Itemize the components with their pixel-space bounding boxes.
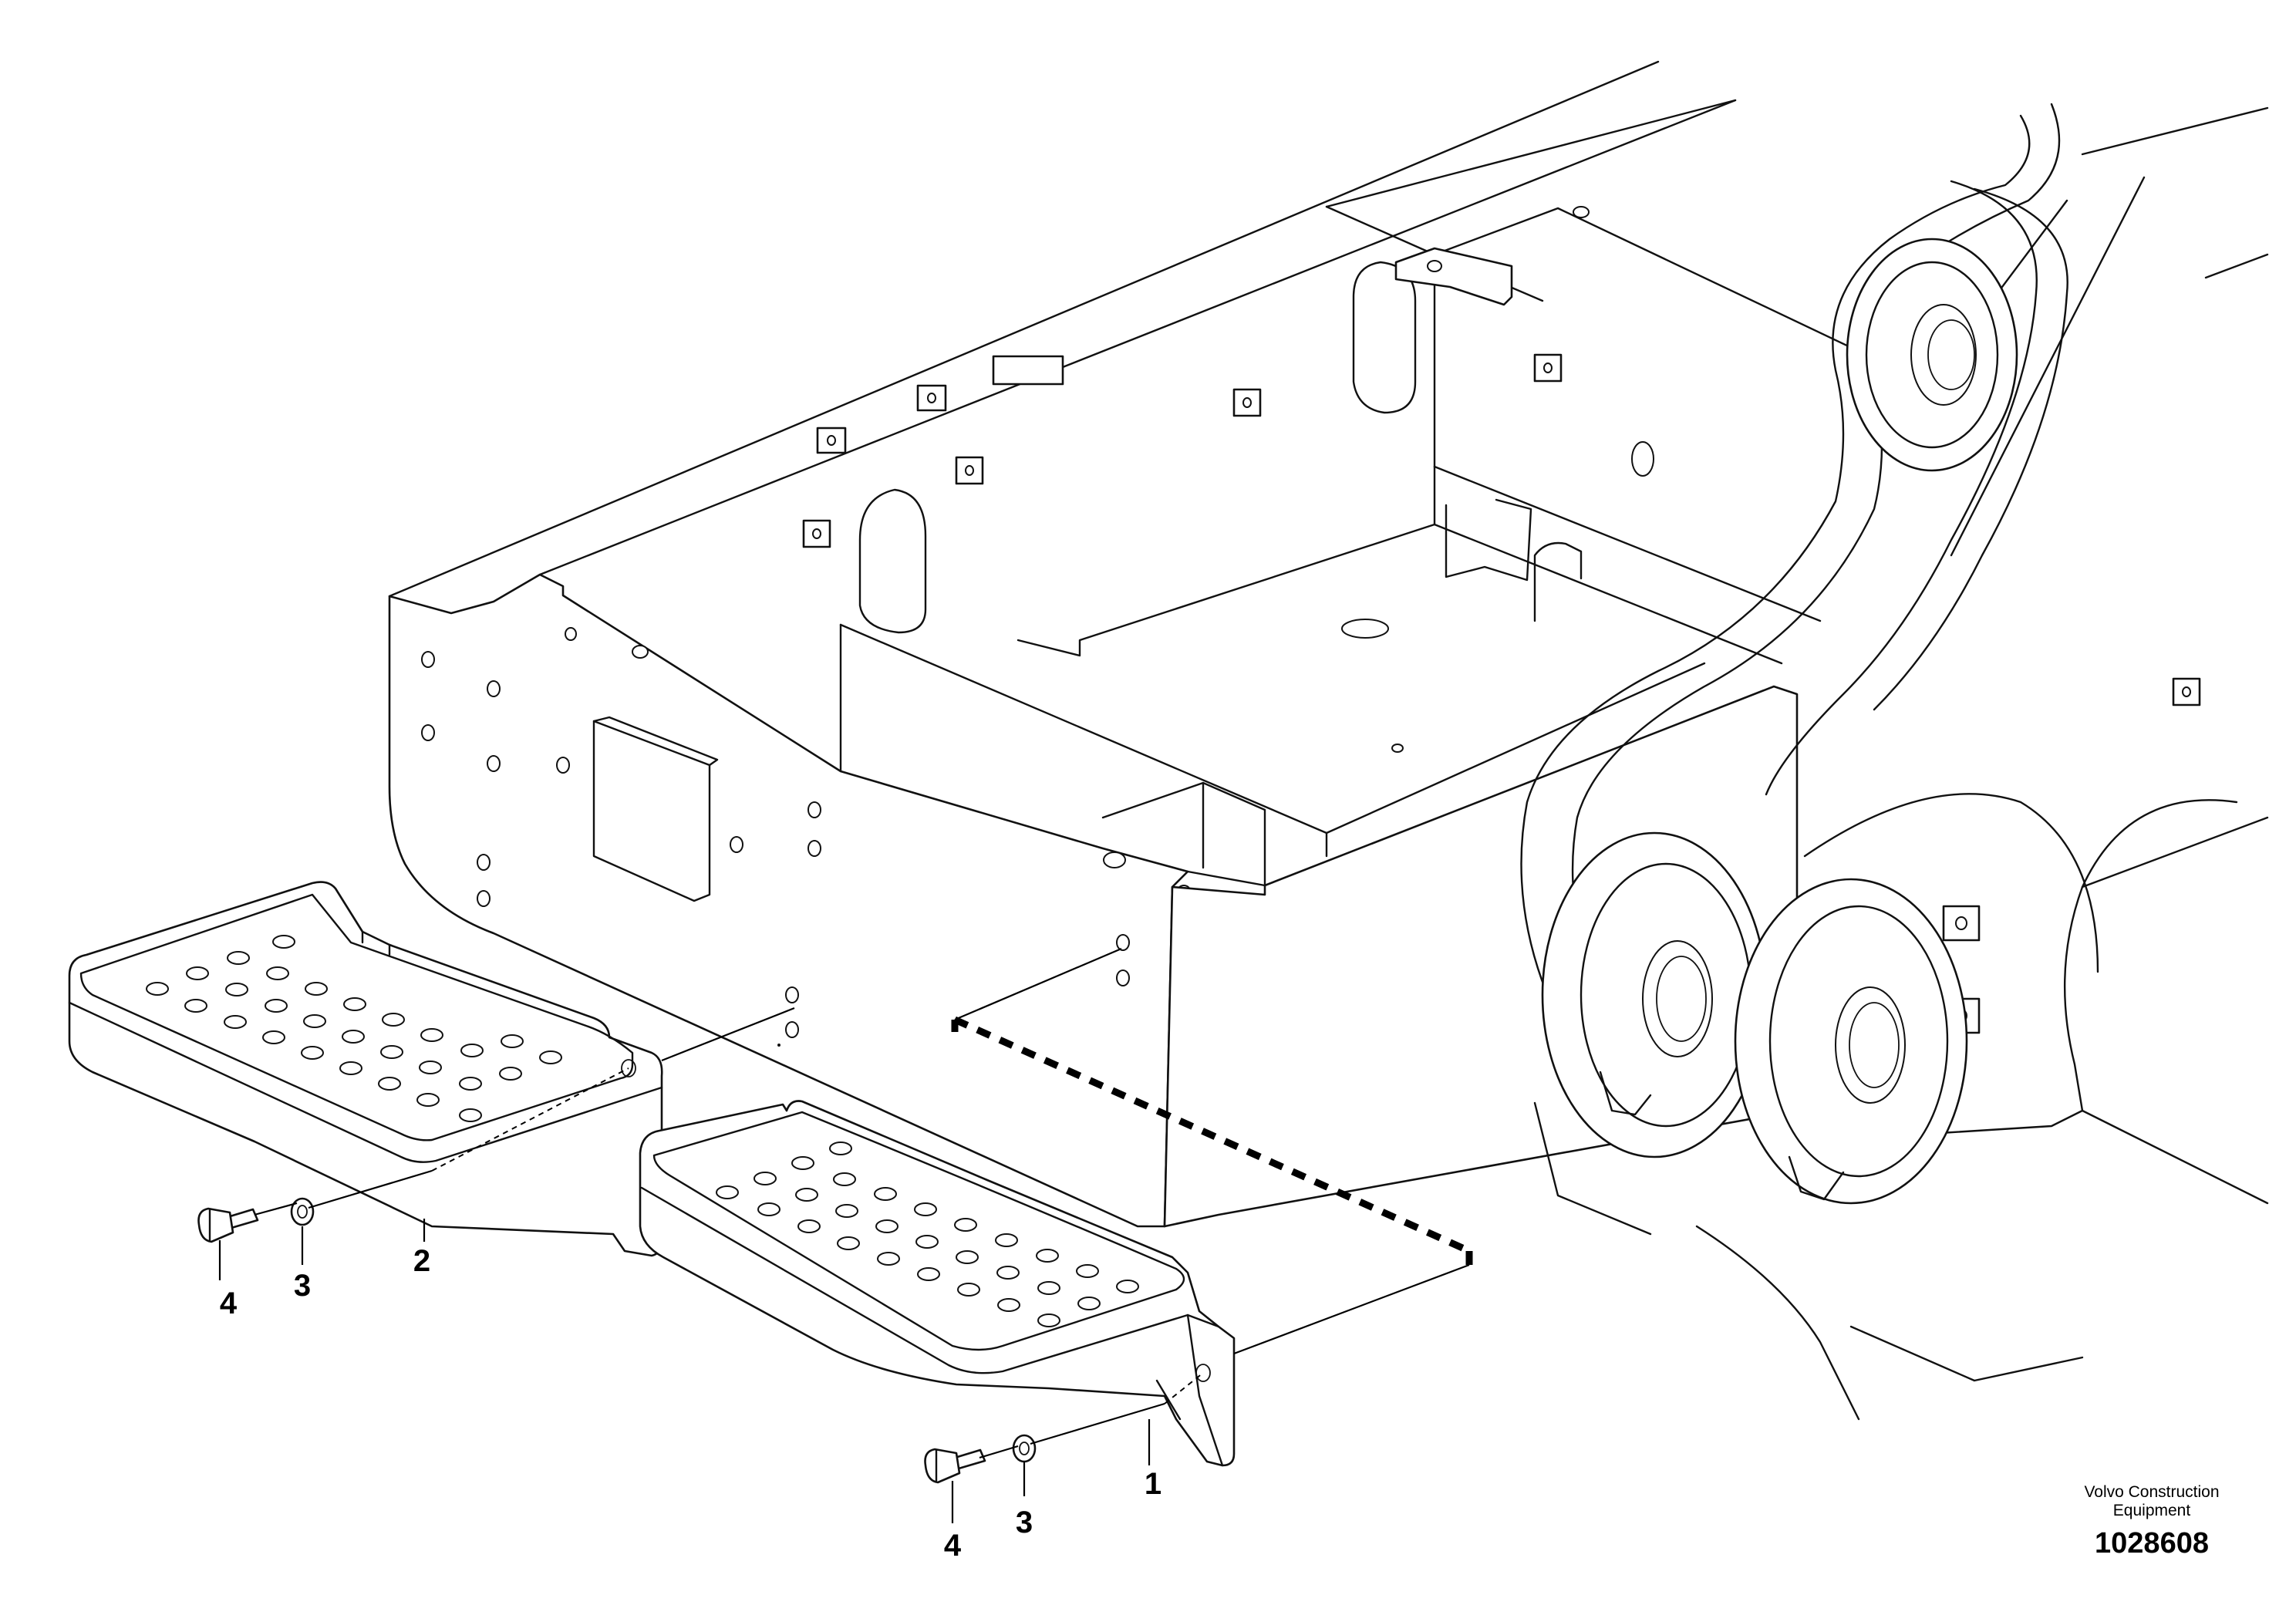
washer-3-lower xyxy=(1012,1434,1037,1463)
bolt-4-upper xyxy=(197,1207,259,1243)
callout-2: 2 xyxy=(413,1244,430,1278)
step-1 xyxy=(639,1100,1236,1467)
callout-4-lower: 4 xyxy=(944,1529,962,1563)
machine-frame xyxy=(388,60,2201,1228)
assembly-lines xyxy=(254,947,1470,1459)
callout-3-lower: 3 xyxy=(1016,1506,1033,1539)
step-1-tread-holes xyxy=(716,1141,1139,1327)
brand-name-line-2: Equipment xyxy=(2112,1502,2191,1519)
assembly-guide-dashed-line xyxy=(953,1016,1471,1255)
brand-name-line-1: Volvo Construction xyxy=(2084,1483,2220,1501)
callout-1: 1 xyxy=(1145,1467,1161,1501)
boom-mount-brackets xyxy=(1520,103,2269,1421)
callout-labels: 2 3 4 1 3 4 xyxy=(220,1244,1161,1563)
callout-4-upper: 4 xyxy=(220,1286,238,1320)
step-2-tread-holes xyxy=(146,935,781,1122)
callout-leaders xyxy=(218,1219,1151,1523)
washer-3-upper xyxy=(290,1197,315,1226)
plate-holes xyxy=(421,627,1191,1038)
bolt-4-lower xyxy=(924,1448,986,1484)
drawing-number: 1028608 xyxy=(2095,1527,2209,1560)
step-2 xyxy=(68,881,781,1257)
callout-3-upper: 3 xyxy=(294,1269,311,1303)
